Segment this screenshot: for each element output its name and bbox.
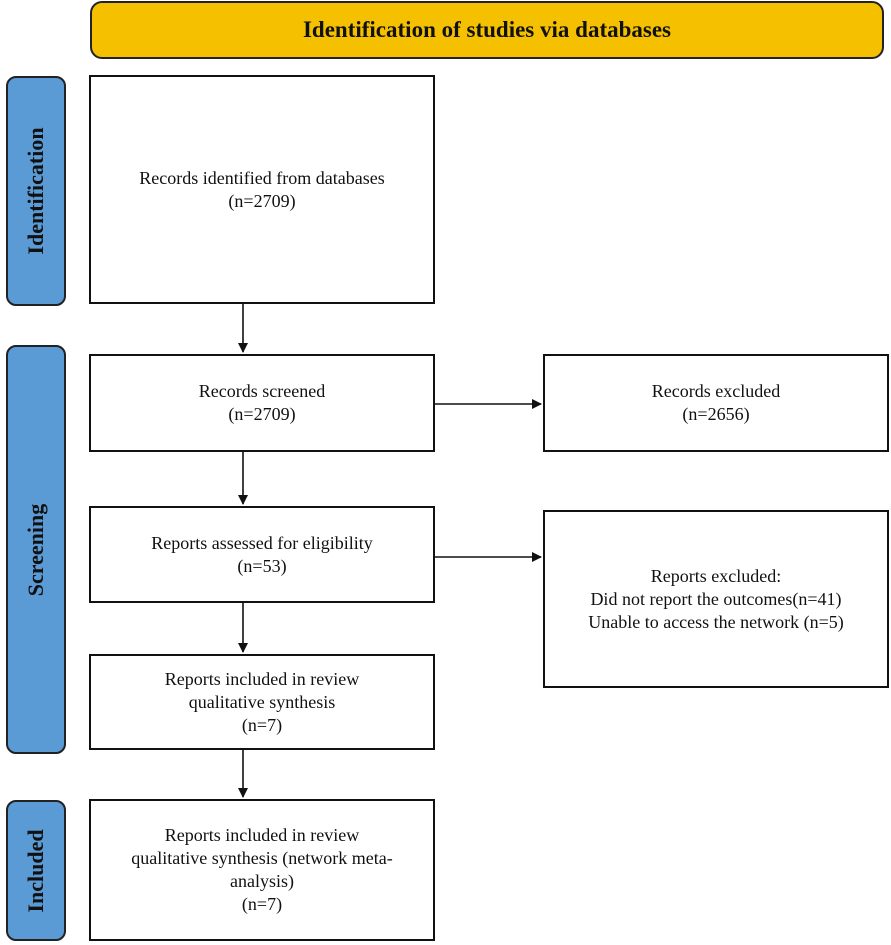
reports-assessed-label: Reports assessed for eligibility	[151, 532, 373, 553]
stage-screening: Screening	[6, 345, 66, 754]
reports-assessed-count: (n=53)	[237, 555, 287, 576]
reports-excluded-box: Reports excluded: Did not report the out…	[543, 510, 889, 688]
reports-assessed-box: Reports assessed for eligibility (n=53)	[89, 506, 435, 603]
reports-included-nma-count: (n=7)	[241, 894, 283, 914]
reports-included-nma-line-2: qualitative synthesis (network meta-	[131, 848, 393, 868]
records-excluded-box: Records excluded (n=2656)	[543, 354, 889, 452]
records-screened-count: (n=2709)	[228, 404, 296, 424]
reports-included-nma-line-1: Reports included in review	[164, 825, 360, 845]
reports-included-review-line-1: Reports included in review	[164, 668, 360, 689]
stage-identification-label: Identification	[23, 127, 48, 255]
reports-included-review-line-2: qualitative synthesis	[188, 691, 336, 712]
reports-excluded-reason-1: Did not report the outcomes(n=41)	[590, 588, 842, 609]
records-screened-box: Records screened (n=2709)	[89, 354, 435, 452]
records-identified-label: Records identified from databases	[139, 167, 385, 188]
reports-included-review-count: (n=7)	[241, 714, 283, 735]
stage-screening-label: Screening	[23, 503, 48, 596]
stage-included-label: Included	[23, 828, 48, 913]
reports-included-review-box: Reports included in review qualitative s…	[89, 654, 435, 750]
records-screened-label: Records screened	[198, 381, 326, 401]
records-identified-count: (n=2709)	[228, 190, 296, 211]
records-excluded-label: Records excluded	[651, 381, 781, 401]
reports-excluded-label: Reports excluded:	[650, 565, 782, 586]
header-banner: Identification of studies via databases	[90, 1, 884, 59]
stage-included: Included	[6, 800, 66, 941]
records-identified-box: Records identified from databases (n=270…	[89, 75, 435, 304]
reports-excluded-reason-2: Unable to access the network (n=5)	[588, 611, 844, 632]
reports-included-nma-line-3: analysis)	[230, 871, 294, 891]
header-title: Identification of studies via databases	[302, 17, 672, 42]
reports-included-nma-box: Reports included in review qualitative s…	[89, 799, 435, 941]
records-excluded-count: (n=2656)	[682, 404, 750, 424]
stage-identification: Identification	[6, 76, 66, 306]
